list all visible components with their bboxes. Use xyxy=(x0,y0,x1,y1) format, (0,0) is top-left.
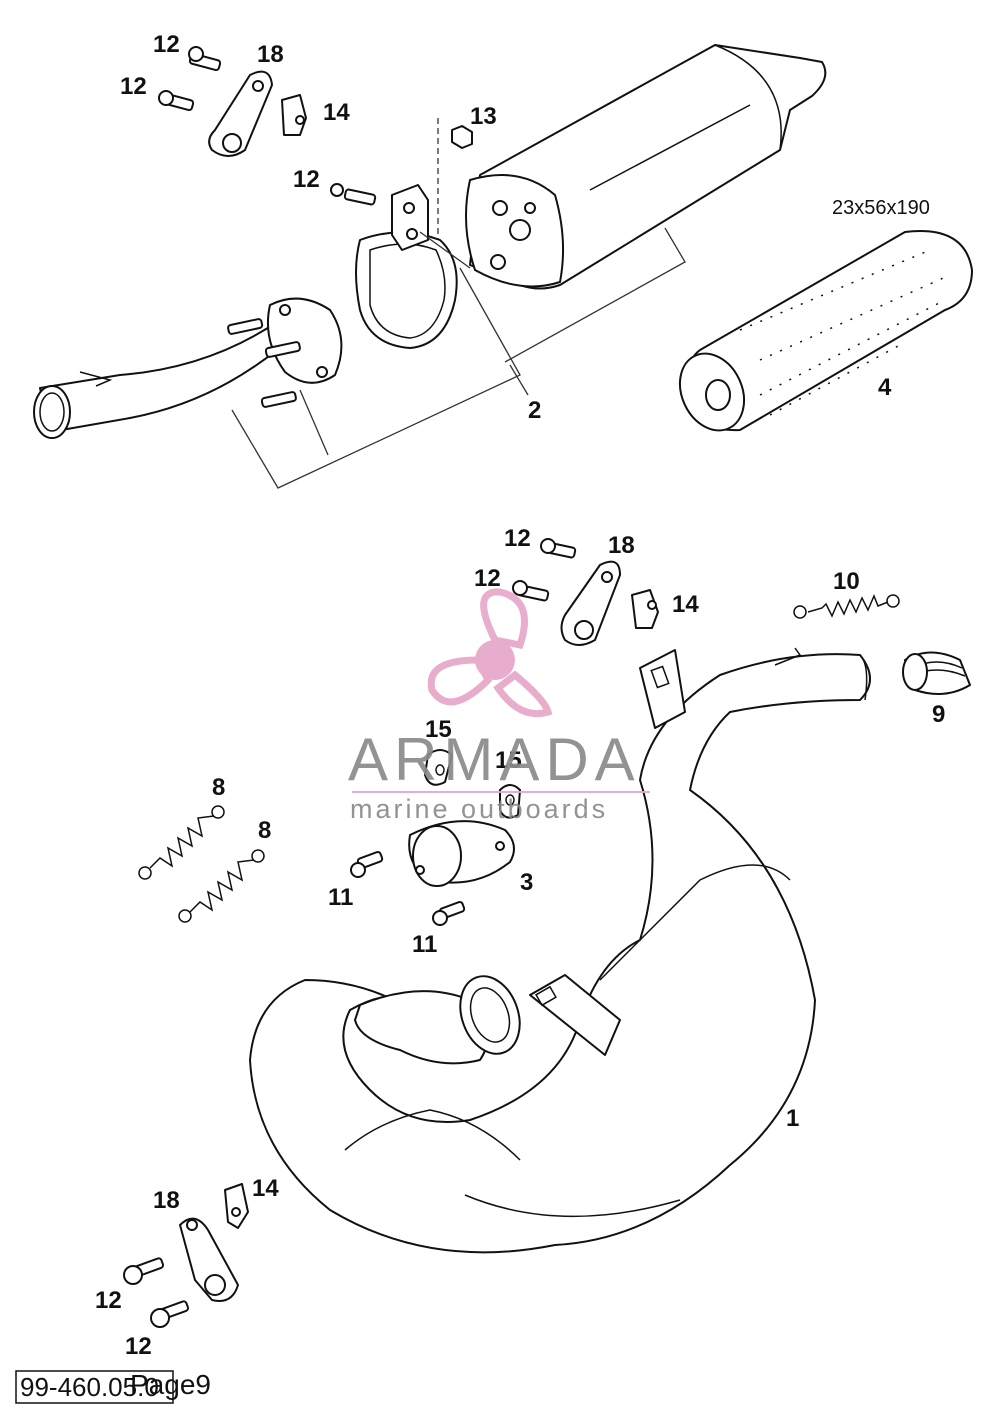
watermark-title: ARMADA xyxy=(348,726,641,793)
callout-labels: 12 18 12 14 13 12 2 4 12 18 12 14 10 9 1… xyxy=(95,31,945,1360)
watermark-subtitle: marine outboards xyxy=(350,794,608,824)
callout-9: 9 xyxy=(932,701,945,728)
callout-1: 1 xyxy=(786,1105,799,1132)
reference-number: 99-460.05.0 xyxy=(20,1372,159,1402)
silencer-assembly xyxy=(465,44,827,290)
rear-pipe xyxy=(33,297,343,439)
exhaust-header xyxy=(249,647,871,1254)
callout-10: 10 xyxy=(833,568,860,595)
callout-2: 2 xyxy=(528,397,541,424)
callout-8: 8 xyxy=(212,774,225,801)
callout-12: 12 xyxy=(474,565,501,592)
sleeve-9 xyxy=(902,651,971,695)
watermark: ARMADA marine outboards xyxy=(348,588,650,824)
pipe-flange xyxy=(266,297,343,384)
mount-hardware-bottom xyxy=(123,1183,249,1328)
callout-18: 18 xyxy=(257,41,284,68)
callout-14: 14 xyxy=(323,99,350,126)
flange-3 xyxy=(408,820,515,887)
callout-14: 14 xyxy=(672,591,699,618)
muffler-clamp xyxy=(355,184,458,349)
callout-14: 14 xyxy=(252,1175,279,1202)
callout-3: 3 xyxy=(520,869,533,896)
clamp-bolt xyxy=(330,183,377,206)
callout-13: 13 xyxy=(470,103,497,130)
gaskets-15 xyxy=(424,749,521,819)
callout-12: 12 xyxy=(293,166,320,193)
callout-11: 11 xyxy=(412,931,437,958)
callout-12: 12 xyxy=(504,525,531,552)
callout-4: 4 xyxy=(878,374,892,401)
dimension-label: 23x56x190 xyxy=(832,197,930,219)
callout-12: 12 xyxy=(95,1287,122,1314)
callout-8: 8 xyxy=(258,817,271,844)
callout-15: 15 xyxy=(425,716,452,743)
silencer-packing xyxy=(678,230,973,432)
page-number: Page9 xyxy=(130,1369,211,1400)
springs-8 xyxy=(138,805,265,923)
nut-13 xyxy=(437,118,473,250)
callout-12: 12 xyxy=(125,1333,152,1360)
callout-12: 12 xyxy=(120,73,147,100)
assembly-bracket-2 xyxy=(231,227,686,489)
callout-15: 15 xyxy=(495,747,522,774)
callout-12: 12 xyxy=(153,31,180,58)
propeller-logo-icon xyxy=(427,588,553,717)
callout-18: 18 xyxy=(153,1187,180,1214)
footer: 99-460.05.0 Page9 xyxy=(15,1369,211,1404)
callout-18: 18 xyxy=(608,532,635,559)
mount-hardware-middle xyxy=(512,538,659,646)
callout-11: 11 xyxy=(328,884,353,911)
mount-hardware-top xyxy=(158,46,307,157)
bolts-11 xyxy=(350,851,466,926)
spring-10 xyxy=(793,594,900,619)
